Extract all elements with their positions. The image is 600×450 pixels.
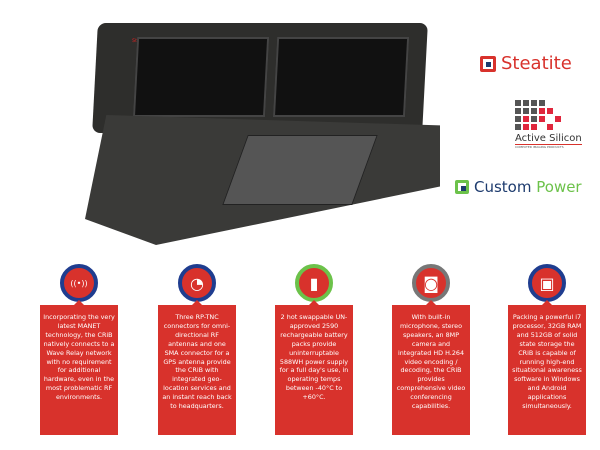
custom-power-logo: Custom Power (455, 178, 582, 196)
feature-description: Packing a powerful i7 processor, 32GB RA… (508, 300, 586, 435)
feature-description: Three RP-TNC connectors for omni-directi… (158, 300, 236, 435)
radio-antenna-icon: ((•)) (60, 264, 98, 302)
right-display (272, 37, 410, 117)
camera-icon: ◙ (412, 264, 450, 302)
custom-power-mark-icon (455, 180, 469, 194)
custom-power-word1: Custom (474, 178, 532, 196)
feature-description: Incorporating the very latest MANET tech… (40, 300, 118, 435)
feature-description: With built-in microphone, stereo speaker… (392, 300, 470, 435)
steatite-mark-icon (480, 55, 496, 72)
active-silicon-logo: Active Silicon COMPUTER IMAGING PRODUCTS (515, 100, 595, 149)
steatite-wordmark: Steatite (501, 53, 572, 74)
feature-description: 2 hot swappable UN-approved 2590 recharg… (275, 300, 353, 435)
left-display (132, 37, 270, 117)
satellite-dish-icon: ◔ (178, 264, 216, 302)
steatite-logo: Steatite (480, 53, 572, 74)
processor-chip-icon: ▣ (528, 264, 566, 302)
active-silicon-wordmark: Active Silicon (515, 133, 582, 145)
crib-rugged-case-image: Steatite (85, 15, 440, 250)
custom-power-word2: Power (536, 178, 582, 196)
battery-icon: ▮ (295, 264, 333, 302)
active-silicon-tagline: COMPUTER IMAGING PRODUCTS (515, 145, 564, 149)
keyboard (222, 135, 378, 205)
active-silicon-grid-icon (515, 100, 561, 130)
